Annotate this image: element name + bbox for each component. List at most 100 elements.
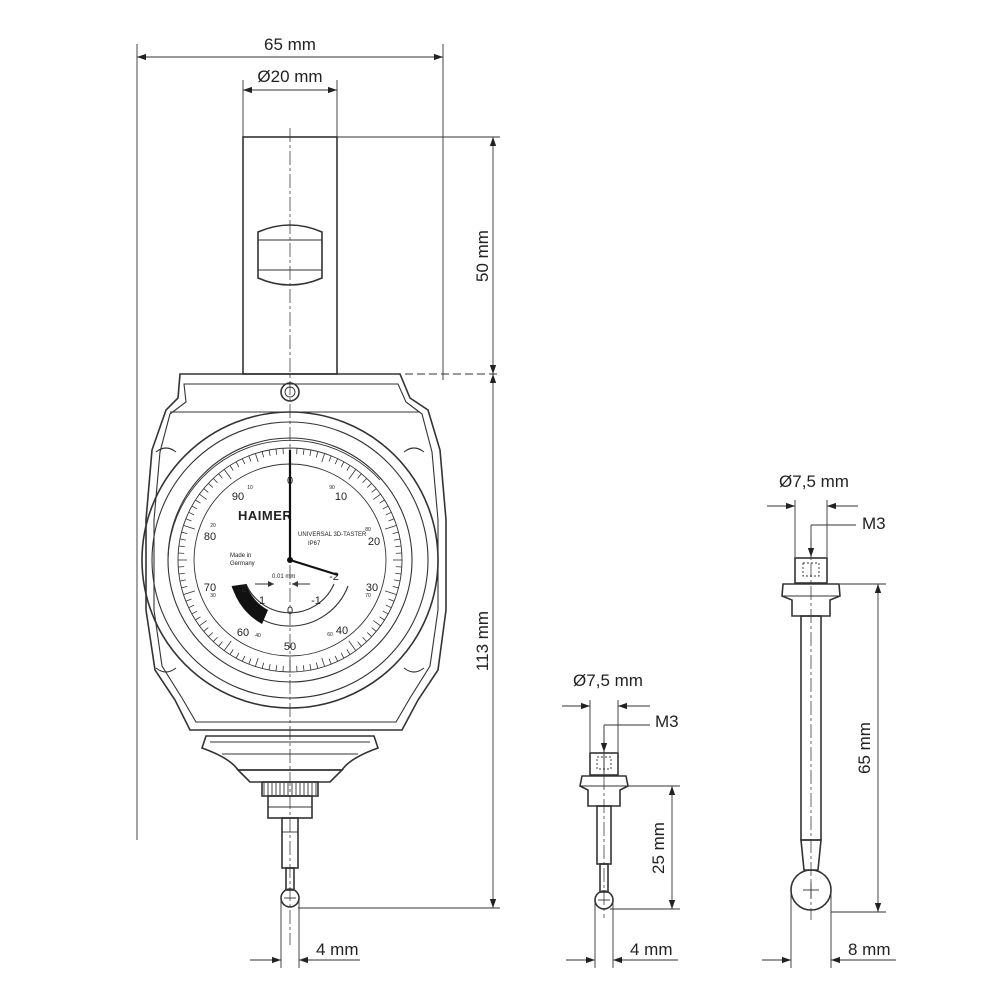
dial-tick <box>385 511 392 516</box>
dial-tick <box>248 658 252 665</box>
dial-small-number: 40 <box>255 633 261 639</box>
dial-tick <box>382 505 389 510</box>
dial-small-number: 10 <box>247 485 253 491</box>
model-label: UNIVERSAL 3D-TASTER <box>298 532 367 538</box>
dial-tick <box>373 493 381 500</box>
dial-tick <box>218 473 223 479</box>
sub-scale-number: 0 <box>287 605 293 617</box>
dial-number: 50 <box>284 641 296 653</box>
dial-tick <box>241 458 246 465</box>
dial-tick <box>340 461 345 468</box>
dial-tick <box>229 649 234 655</box>
dim-shank-length: 50 mm <box>473 230 492 282</box>
dial-hand-short <box>289 558 339 577</box>
sub-scale-number: 2 <box>241 583 247 595</box>
dim-body-length: 113 mm <box>473 611 492 671</box>
dial-tick <box>379 616 385 621</box>
dial-tick <box>213 478 218 484</box>
dial-tick <box>357 473 362 479</box>
dial-tick <box>275 665 278 672</box>
dial-tick <box>315 451 319 458</box>
dial-tick <box>384 525 397 530</box>
dial-tick <box>183 590 196 595</box>
dim-long-tip: 8 mm <box>848 940 891 959</box>
dial-tick <box>366 483 372 488</box>
dial-tick <box>191 505 198 510</box>
dial-tick <box>362 478 367 484</box>
dial-tick <box>183 525 196 530</box>
model-label-ip: IP67 <box>308 541 321 547</box>
dial-tick <box>179 538 186 541</box>
dim-short-tip: 4 mm <box>630 940 673 959</box>
dim-shank-diameter: Ø20 mm <box>257 67 322 86</box>
dial-number: 60 <box>237 627 249 639</box>
dial-tick <box>382 610 389 615</box>
dial-tick <box>321 657 325 667</box>
dial-tick <box>188 511 195 516</box>
dial-tick <box>179 579 186 582</box>
dial-tick <box>178 545 185 548</box>
dial-number: 70 <box>204 582 216 594</box>
dial-tick <box>388 518 395 522</box>
dial-tick <box>223 469 232 480</box>
dial-tick <box>218 641 223 647</box>
sub-scale-number: -2 <box>329 571 339 583</box>
dial-small-number: 60 <box>327 632 333 638</box>
sub-scale-number: 1 <box>259 595 265 607</box>
dial-tick <box>199 493 207 500</box>
dial-tick <box>394 579 401 582</box>
dial-tick <box>188 604 195 609</box>
corner-screw-icon <box>155 447 425 673</box>
dial-small-number: 30 <box>210 593 216 599</box>
dim-long-diameter: Ø7,5 mm <box>779 472 849 491</box>
dial-number: 80 <box>204 531 216 543</box>
dial-tick <box>373 620 381 627</box>
dim-probe-tip: 4 mm <box>316 940 359 959</box>
dial-tick <box>388 598 395 602</box>
dial-tick <box>203 488 209 493</box>
dial-tick <box>395 572 402 575</box>
dial-tick <box>379 499 385 504</box>
dial-tick <box>208 632 214 637</box>
dial-tick <box>334 458 339 465</box>
dial-tick <box>348 469 357 480</box>
dial-tick <box>235 461 240 468</box>
dial-tick <box>275 448 278 455</box>
dial-tick <box>223 640 232 651</box>
dial-tick <box>199 620 207 627</box>
dial-small-number: 90 <box>329 485 335 491</box>
dial-tick <box>241 655 246 662</box>
dial-number: 40 <box>336 625 348 637</box>
dial-tick <box>203 627 209 632</box>
origin-label: Germany <box>230 561 255 567</box>
main-probe-body: 0 10 20 30 40 50 60 70 80 90 90 80 70 60… <box>141 128 447 945</box>
dial-tick <box>366 632 372 637</box>
dial-tick <box>385 604 392 609</box>
dial-number: 10 <box>335 491 347 503</box>
dial-number: 20 <box>368 536 380 548</box>
dial-tick <box>268 664 271 671</box>
dial-tick <box>181 531 188 535</box>
resolution-label: 0.01 mm <box>272 574 295 580</box>
dial-tick <box>334 655 339 662</box>
dial-tick <box>328 658 332 665</box>
long-probe-insert <box>781 540 841 920</box>
origin-label: Made in <box>230 553 251 559</box>
dimension-lines: 65 mm Ø20 mm 50 mm 113 mm 4 mm Ø7,5 mm M… <box>136 35 896 968</box>
dial-tick <box>346 465 351 471</box>
dial-tick <box>328 455 332 462</box>
dial-tick <box>261 451 265 458</box>
dial-tick <box>309 664 312 671</box>
dial-tick <box>191 610 198 615</box>
dial-small-number: 20 <box>210 523 216 529</box>
dial-tick <box>348 640 357 651</box>
dial-tick <box>395 545 402 548</box>
dial-tick <box>255 453 259 463</box>
dial-tick <box>315 662 319 669</box>
dial-tick <box>321 453 325 463</box>
dial-tick <box>340 652 345 659</box>
dial-tick <box>394 538 401 541</box>
dim-long-length: 65 mm <box>855 722 874 774</box>
dial-tick <box>185 518 192 522</box>
dial-tick <box>208 483 214 488</box>
